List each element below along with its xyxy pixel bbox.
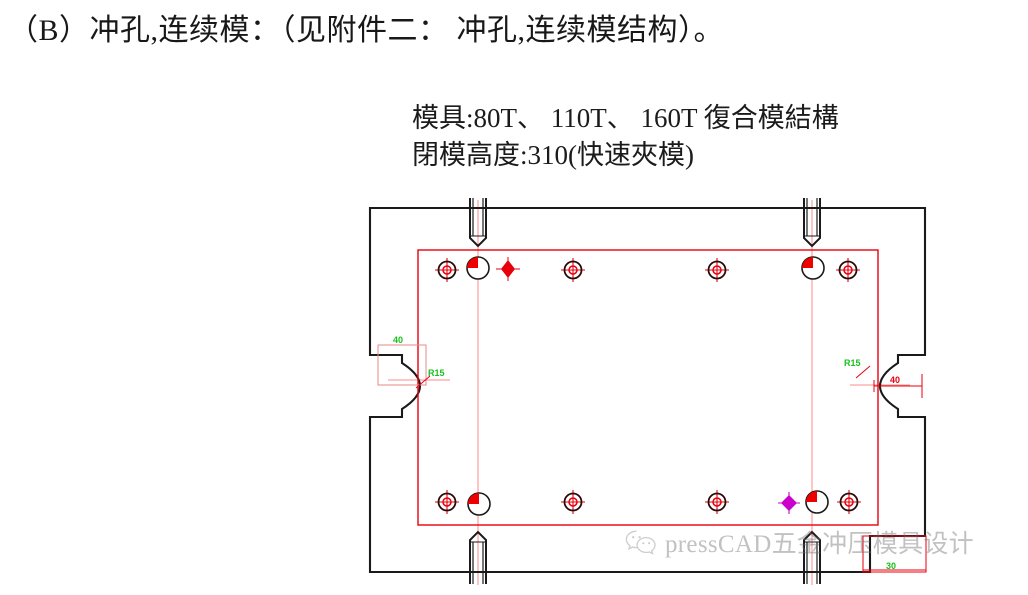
top-row-markers [435,256,860,282]
die-opening-rectangle [417,249,879,526]
dimension-bottom-30: 30 [862,535,927,573]
spec-line-shut-height: 閉模高度:310(快速夾模) [412,140,694,170]
dimension-right-r15-label: R15 [844,358,861,368]
guide-pin-top-left [469,198,487,248]
spec-line-mold-tonnage: 模具:80T、 110T、 160T 復合模結構 [412,103,839,133]
hole-bottom-2-pie-circle [467,492,491,516]
cad-drawing-die-plate-top-view: 40 R15 R15 40 30 [350,190,950,595]
dimension-left-40: 40 [377,335,427,386]
page-title: （B）冲孔,连续模：（见附件二： 冲孔,连续模结构）。 [8,14,725,47]
hole-top-2-pie-circle [466,256,490,280]
hole-top-1-target-circle [435,258,459,282]
bottom-row-markers [435,490,861,516]
dimension-bottom-30-label: 30 [886,561,896,571]
centerline-group [388,200,910,585]
hole-bottom-7-target-circle [837,490,861,514]
hole-top-4-target-circle [561,258,585,282]
hole-bottom-1-target-circle [435,490,459,514]
hole-top-6-pie-circle [801,256,825,280]
dimension-right-40: 40 [873,374,923,398]
mold-spec-note: 模具:80T、 110T、 160T 復合模結構 閉模高度:310(快速夾模) [412,100,972,174]
hole-top-5-target-circle [705,258,729,282]
dimension-left-r15-label: R15 [428,368,445,378]
dimension-right-r15: R15 [844,358,871,379]
hole-bottom-5-diamond-magenta [778,492,800,514]
hole-bottom-6-pie-circle [805,490,829,514]
cad-drawing-canvas: 40 R15 R15 40 30 [368,198,927,585]
dimension-left-40-label: 40 [393,335,403,345]
hole-bottom-4-target-circle [705,490,729,514]
hole-bottom-3-target-circle [561,490,585,514]
guide-pin-top-right [803,198,821,248]
dimension-left-r15: R15 [415,368,445,389]
guide-pin-bottom-right [803,530,821,584]
dimension-right-40-label: 40 [890,375,900,385]
guide-pin-bottom-left [469,530,487,584]
plate-outline [368,206,927,574]
hole-top-7-target-circle [836,258,860,282]
hole-top-3-diamond-small [496,257,520,281]
